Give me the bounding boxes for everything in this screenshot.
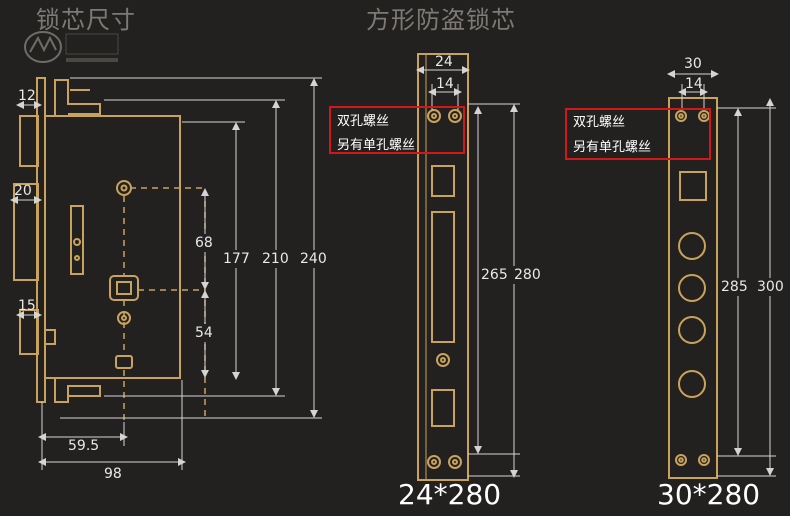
- dim-177-label: 177: [221, 250, 252, 268]
- dim-54-label: 54: [193, 324, 215, 342]
- mortise-lock-body: [13, 77, 181, 403]
- dim-98-label: 98: [104, 466, 122, 482]
- dim-15-label: 15: [18, 298, 36, 314]
- dim-59-5-label: 59.5: [68, 438, 100, 454]
- left-dimension-lines: [10, 77, 322, 470]
- plate-24-inner-height-label: 265: [479, 266, 510, 284]
- plate-30-outer-height-label: 300: [755, 278, 786, 296]
- plate-24-note-double-screw: 双孔螺丝: [337, 114, 390, 129]
- plate-30-caption: 30*280: [657, 478, 761, 511]
- plate-24-outer-height-label: 280: [512, 266, 543, 284]
- plate-30-inner-height-label: 285: [719, 278, 750, 296]
- plate-24-width-label: 24: [435, 54, 453, 70]
- dim-210-label: 210: [260, 250, 291, 268]
- plate-30-screw-note-box: [565, 108, 711, 160]
- dim-20-label: 20: [14, 183, 32, 199]
- brand-logo-icon: [22, 26, 124, 68]
- plate-24-caption: 24*280: [398, 478, 502, 511]
- plate-24-outline: [417, 53, 469, 481]
- plate-24-note-single-screw: 另有单孔螺丝: [337, 138, 416, 153]
- plate-30-width-label: 30: [684, 56, 702, 72]
- plate-24-inner-width-label: 14: [436, 76, 454, 92]
- dim-68-label: 68: [193, 234, 215, 252]
- dim-12-label: 12: [18, 88, 36, 104]
- plate-24-screw-note-box: [329, 106, 465, 154]
- right-heading: 方形防盗锁芯: [366, 6, 516, 34]
- plate-30-note-double-screw: 双孔螺丝: [573, 115, 626, 130]
- plate-30-inner-width-label: 14: [685, 76, 703, 92]
- dim-240-label: 240: [298, 250, 329, 268]
- plate-24-dimension-lines: [416, 66, 520, 478]
- left-heading: 锁芯尺寸: [36, 6, 136, 34]
- plate-30-note-single-screw: 另有单孔螺丝: [573, 140, 652, 155]
- center-guides: [123, 187, 206, 420]
